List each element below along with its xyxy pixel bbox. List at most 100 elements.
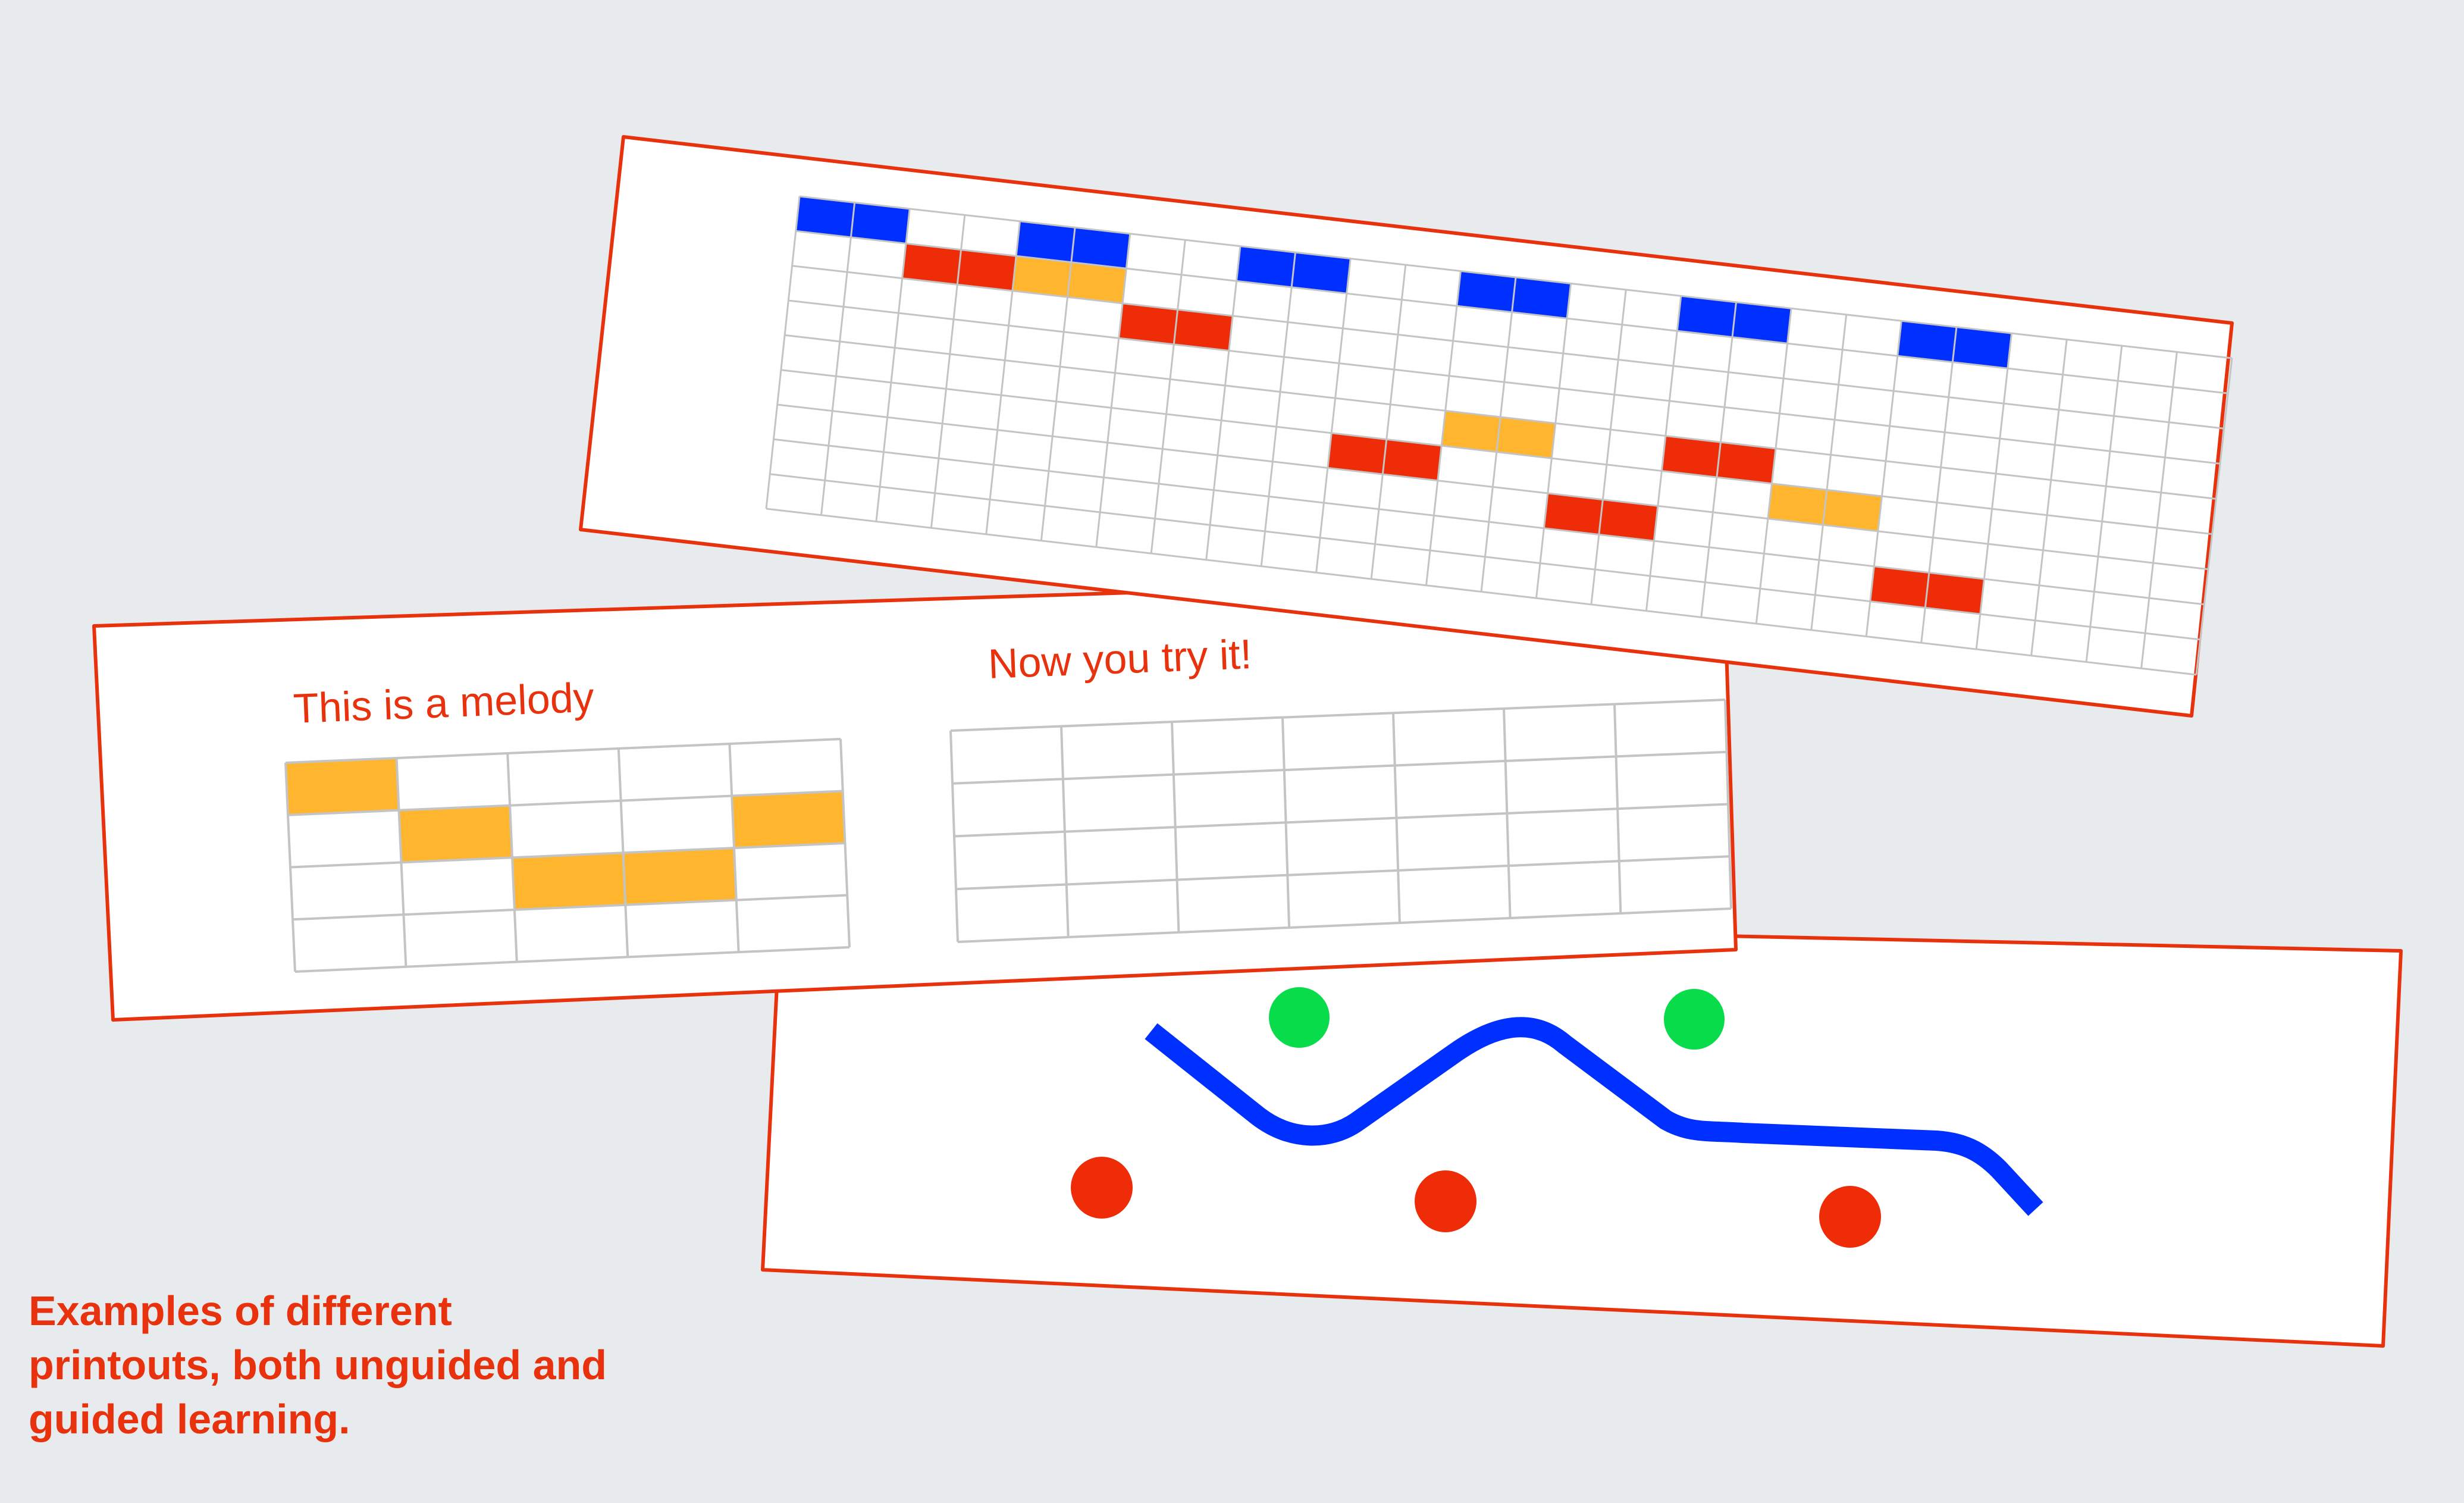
orange-note-cell: [1067, 262, 1127, 303]
red-note-cell: [1118, 303, 1178, 345]
try-grid-row-line: [955, 855, 1730, 891]
red-note-cell: [902, 243, 961, 285]
caption: Examples of different printouts, both un…: [29, 1284, 742, 1446]
melody-lesson-card: This is a melody Now you try it!: [92, 572, 1738, 1022]
orange-note-cell: [286, 758, 399, 815]
contour-card: [761, 913, 2403, 1348]
pattern-grid-column-line: [1480, 277, 1517, 592]
pattern-grid-column-line: [1150, 240, 1186, 554]
blue-note-cell: [1071, 227, 1130, 269]
example-grid-column-line: [395, 757, 407, 967]
example-grid-column-line: [617, 748, 629, 957]
red-note-cell: [957, 249, 1017, 291]
try-grid-column-line: [1724, 699, 1732, 909]
red-note-dot: [1415, 1170, 1476, 1232]
try-grid-column-line: [1613, 704, 1622, 914]
orange-note-cell: [1441, 411, 1501, 452]
blue-note-cell: [1677, 296, 1736, 337]
pattern-grid-column-line: [2085, 345, 2123, 662]
example-grid-row-line: [292, 894, 848, 921]
example-grid-column-line: [839, 738, 851, 948]
pattern-grid-column-line: [820, 202, 856, 515]
example-grid-row-line: [285, 738, 841, 764]
red-note-cell: [1327, 433, 1387, 475]
example-grid-column-line: [284, 762, 296, 972]
pattern-grid-column-line: [1040, 227, 1076, 541]
blue-note-cell: [795, 196, 855, 237]
pattern-grid-column-line: [875, 208, 911, 522]
pattern-grid-column-line: [1920, 327, 1958, 643]
green-note-dot: [1269, 987, 1330, 1048]
pattern-grid-column-line: [1755, 308, 1792, 624]
pattern-grid-column-line: [2030, 339, 2068, 656]
blue-note-cell: [1897, 321, 1957, 362]
example-grid-row-line: [294, 946, 850, 973]
red-note-cell: [1716, 442, 1776, 484]
example-grid-row-line: [287, 790, 843, 816]
pattern-grid-column-line: [1205, 246, 1242, 560]
pattern-grid-column-line: [1535, 283, 1572, 599]
orange-note-cell: [623, 848, 736, 905]
try-grid-row-line: [954, 803, 1729, 838]
pattern-grid-column-line: [1865, 321, 1902, 637]
example-melody-title: This is a melody: [293, 674, 595, 732]
pattern-grid-column-line: [1425, 271, 1462, 585]
try-grid-column-line: [1060, 726, 1070, 938]
blue-note-cell: [1512, 277, 1571, 319]
red-note-cell: [1870, 566, 1929, 608]
red-note-cell: [1925, 572, 1985, 615]
red-note-dot: [1819, 1186, 1881, 1248]
orange-note-cell: [512, 853, 626, 910]
pattern-grid-column-line: [2140, 352, 2178, 669]
pattern-grid-column-line: [1810, 314, 1848, 631]
pattern-grid-column-line: [985, 221, 1021, 535]
pattern-grid-column-line: [1590, 289, 1627, 605]
melody-contour-line: [1145, 1017, 2043, 1216]
orange-note-cell: [732, 791, 845, 848]
example-grid-column-line: [506, 753, 518, 962]
caption-line: Examples of different: [29, 1288, 452, 1334]
pattern-grid-column-line: [1315, 258, 1352, 573]
try-grid-row-line: [957, 907, 1732, 943]
caption-line: printouts, both unguided and: [29, 1342, 607, 1388]
orange-note-cell: [1823, 490, 1882, 531]
pattern-grid-column-line: [1975, 333, 2012, 650]
try-it-title: Now you try it!: [988, 631, 1253, 687]
pattern-grid-column-line: [1645, 296, 1682, 611]
example-grid-column-line: [728, 743, 740, 953]
try-grid-column-line: [1503, 708, 1512, 919]
try-it-grid: [949, 699, 1732, 943]
blue-note-cell: [1952, 327, 2012, 369]
pattern-grid-column-line: [1260, 252, 1296, 566]
blue-note-cell: [1291, 252, 1351, 294]
pattern-grid-card: [579, 135, 2234, 718]
pattern-grid-column-line: [765, 196, 801, 509]
pattern-grid-column-line: [1370, 264, 1407, 580]
blue-note-cell: [1236, 246, 1296, 287]
try-grid-column-line: [1281, 717, 1291, 928]
blue-note-cell: [851, 202, 910, 244]
try-grid-row-line: [952, 750, 1727, 785]
contour-card-body: [761, 913, 2403, 1348]
pattern-grid-column-line: [1095, 233, 1131, 547]
red-note-cell: [1383, 439, 1442, 481]
orange-note-cell: [1496, 417, 1556, 459]
try-grid-column-line: [1392, 713, 1401, 923]
caption-line: guided learning.: [29, 1396, 350, 1442]
pattern-grid-column-line: [930, 215, 966, 528]
try-grid-column-line: [1171, 722, 1180, 933]
blue-note-cell: [1457, 271, 1516, 312]
orange-note-cell: [1767, 483, 1827, 525]
red-note-cell: [1544, 493, 1603, 535]
try-grid-row-line: [950, 699, 1726, 732]
try-grid-column-line: [949, 730, 959, 942]
pattern-grid: [765, 195, 2233, 676]
example-melody-grid: [284, 738, 851, 973]
red-note-cell: [1174, 309, 1233, 351]
red-note-cell: [1598, 499, 1658, 541]
red-note-cell: [1662, 436, 1721, 478]
red-note-dot: [1071, 1157, 1133, 1219]
example-grid-row-line: [290, 842, 845, 869]
blue-note-cell: [1732, 302, 1792, 344]
